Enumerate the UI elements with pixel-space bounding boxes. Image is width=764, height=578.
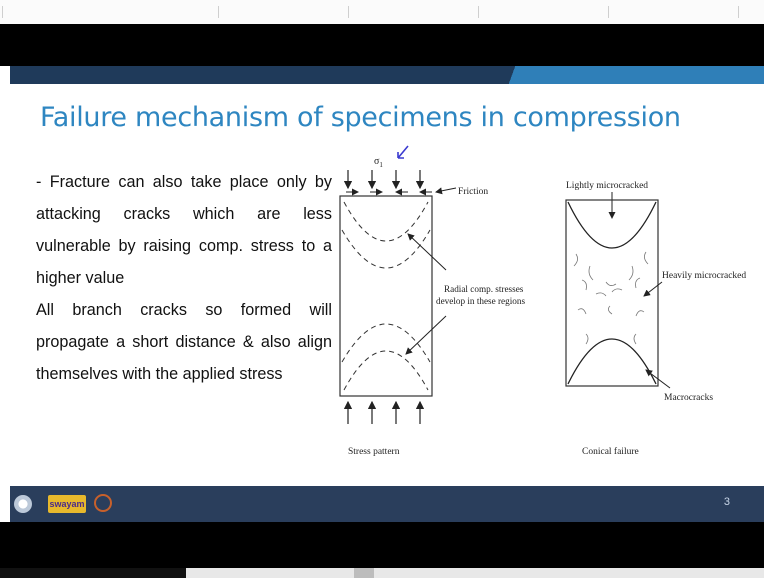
radial-pointer-top <box>407 233 447 271</box>
conical-failure-caption: Conical failure <box>582 446 639 457</box>
page-number: 3 <box>723 496 730 508</box>
strip-divider <box>738 6 739 18</box>
video-letterbox-bottom <box>0 522 764 568</box>
radial-label-line2: develop in these regions <box>436 296 525 306</box>
lightly-microcracked-label: Lightly microcracked <box>566 181 648 191</box>
slide-header-bar <box>10 66 764 84</box>
conical-specimen <box>565 199 659 387</box>
annotation-pen-mark <box>397 145 409 159</box>
stress-specimen <box>339 195 433 397</box>
slide-footer-bar: swayam 3 <box>10 486 764 522</box>
header-accent <box>494 66 764 84</box>
radial-pointer-bottom <box>405 315 447 355</box>
strip-divider <box>2 6 3 18</box>
stress-zone-curves <box>341 201 431 391</box>
radial-label-line1: Radial comp. stresses <box>444 284 524 294</box>
bottom-load-arrows <box>343 400 425 424</box>
failure-figure: σ1 Friction <box>339 145 746 457</box>
macrocracks-pointer <box>645 369 671 389</box>
strip-divider <box>608 6 609 18</box>
body-paragraph: All branch cracks so formed will propaga… <box>36 301 332 383</box>
stress-pattern-diagram: σ1 Friction <box>339 145 525 457</box>
strip-divider <box>348 6 349 18</box>
conical-failure-diagram: Lightly microcracked <box>565 181 746 457</box>
heavily-microcracked-label: Heavily microcracked <box>662 271 746 281</box>
institute-logo-icon <box>14 495 32 513</box>
slide-body: - Fracture can also take place only by a… <box>36 166 332 390</box>
slide-canvas: Failure mechanism of specimens in compre… <box>10 84 764 484</box>
slide-title: Failure mechanism of specimens in compre… <box>40 102 681 133</box>
body-paragraph: - Fracture can also take place only by a… <box>36 173 332 287</box>
strip-divider <box>478 6 479 18</box>
friction-pointer <box>435 187 457 195</box>
stress-pattern-caption: Stress pattern <box>348 447 400 457</box>
swayam-logo: swayam <box>48 495 86 513</box>
macrocracks-label: Macrocracks <box>664 393 713 403</box>
friction-label: Friction <box>458 187 488 197</box>
cone-macrocracks <box>567 201 657 385</box>
nptel-logo-icon <box>94 494 112 512</box>
player-control-strip <box>0 568 764 578</box>
browser-top-strip <box>0 0 764 25</box>
microcrack-marks <box>573 251 649 345</box>
heavily-pointer <box>643 281 663 297</box>
top-load-arrows <box>343 170 425 190</box>
video-letterbox-top <box>0 24 764 66</box>
sigma-label: σ1 <box>374 156 383 169</box>
player-scrub-handle[interactable] <box>354 568 374 578</box>
strip-divider <box>218 6 219 18</box>
player-progress-played[interactable] <box>0 568 186 578</box>
